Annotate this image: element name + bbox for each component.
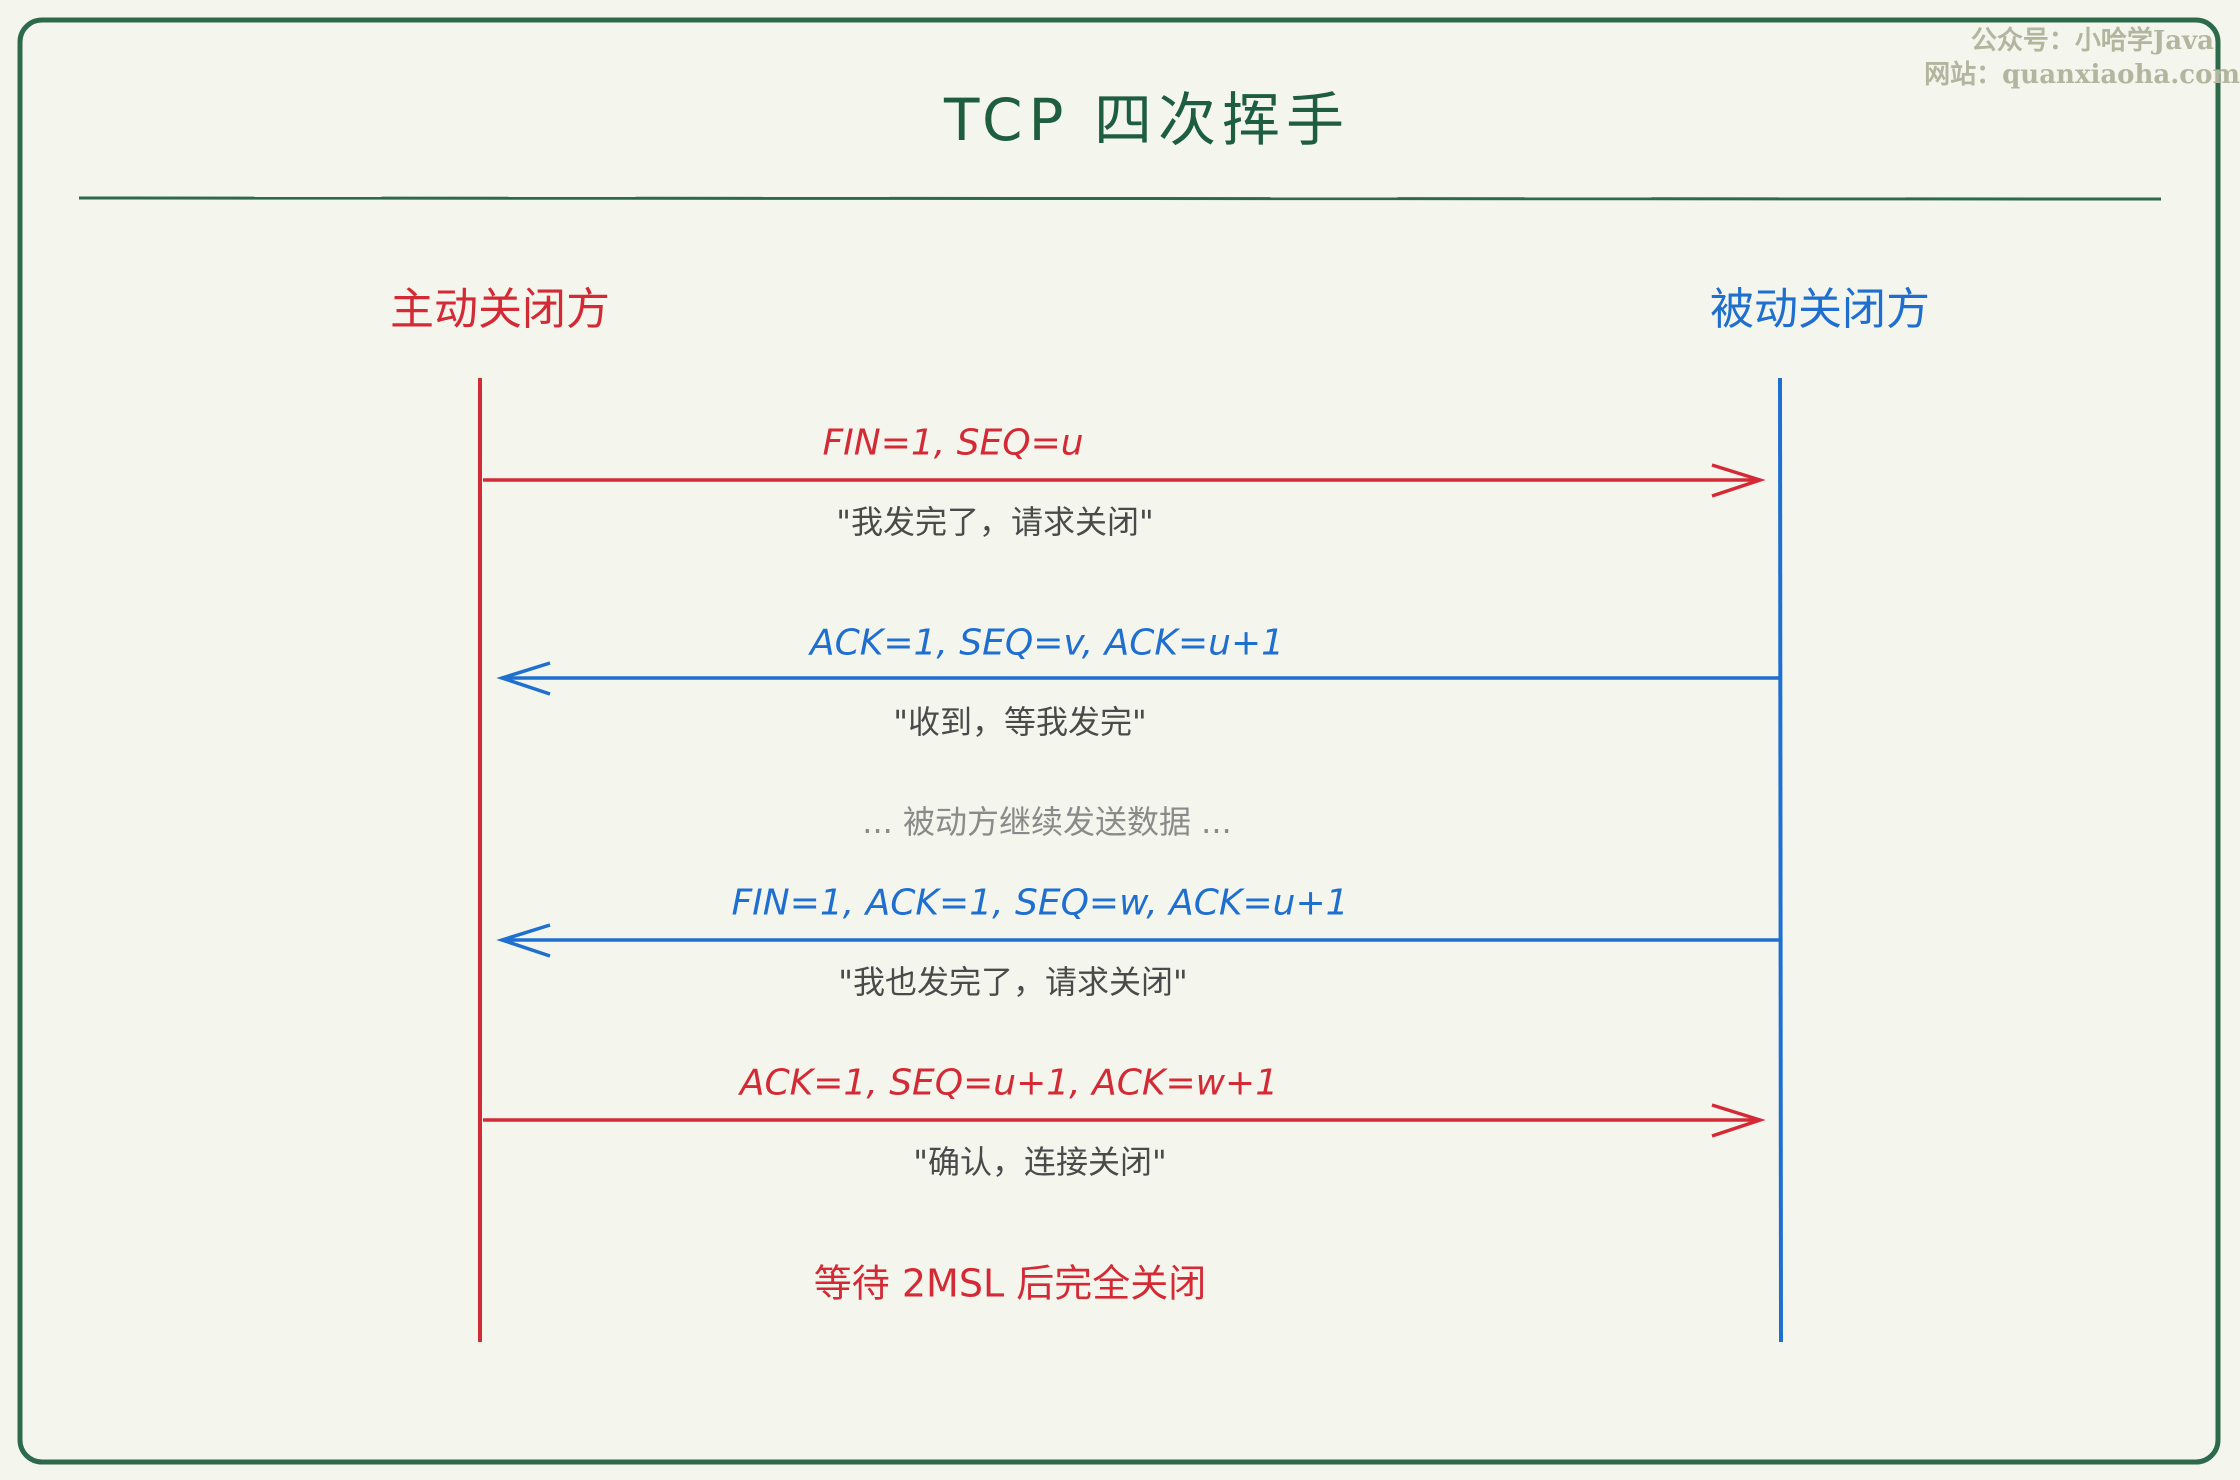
arrow-4: [483, 1103, 1766, 1138]
message-2-label: ACK=1, SEQ=v, ACK=u+1: [809, 622, 1285, 664]
page-title: TCP 四次挥手: [944, 86, 1350, 154]
arrow-3: [496, 923, 1780, 958]
data-transfer-note: ... 被动方继续发送数据 ...: [862, 803, 1232, 841]
message-1-label: FIN=1, SEQ=u: [822, 422, 1084, 464]
final-wait-note: 等待 2MSL 后完全关闭: [813, 1261, 1207, 1306]
watermark-account: 公众号：小哈学Java: [1970, 26, 2214, 56]
message-2-quote: "收到，等我发完": [893, 703, 1147, 741]
passive-party-label: 被动关闭方: [1710, 284, 1930, 335]
message-3-label: FIN=1, ACK=1, SEQ=w, ACK=u+1: [731, 882, 1349, 924]
message-4-label: ACK=1, SEQ=u+1, ACK=w+1: [739, 1062, 1279, 1104]
arrow-1: [483, 463, 1766, 498]
active-party-label: 主动关闭方: [390, 284, 610, 335]
frame-border: [17, 17, 2221, 1465]
watermark-website: 网站：quanxiaoha.com: [1924, 60, 2240, 90]
arrow-2: [496, 661, 1780, 696]
message-3-quote: "我也发完了，请求关闭": [838, 963, 1188, 1001]
title-divider: [78, 196, 2162, 201]
passive-lifeline: [1778, 377, 1783, 1343]
message-1-quote: "我发完了，请求关闭": [836, 503, 1154, 541]
message-4-quote: "确认，连接关闭": [913, 1143, 1167, 1181]
